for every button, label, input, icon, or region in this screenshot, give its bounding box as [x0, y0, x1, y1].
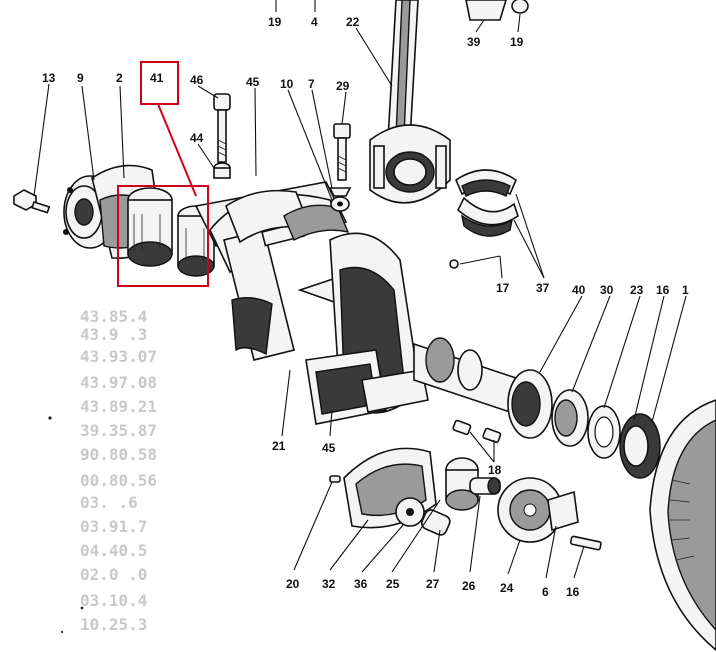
callout-4: 4 [311, 15, 318, 29]
callout-19-top: 19 [268, 15, 282, 29]
bleed-row: 04.40.5 [80, 541, 147, 560]
bleed-row: 10.25.3 [80, 615, 147, 634]
part-gear-40 [507, 369, 553, 439]
part-clip-19 [511, 0, 529, 14]
callout-29: 29 [336, 79, 350, 93]
callout-2: 2 [116, 71, 123, 85]
bleed-row: 39.35.87 [80, 421, 157, 440]
callout-6: 6 [542, 585, 549, 599]
callout-41: 41 [150, 71, 164, 85]
part-bolt-29 [333, 123, 351, 181]
part-bearing-shells-37 [455, 169, 519, 237]
bleed-row: 90.80.58 [80, 445, 157, 464]
highlight-callout-box [140, 61, 179, 105]
callout-labels: 13 9 2 41 46 44 45 10 7 29 19 4 22 39 19… [42, 15, 689, 599]
leader-lines [33, 0, 687, 579]
part-gear-24 [497, 477, 563, 543]
callout-19-right: 19 [510, 35, 524, 49]
callout-45-bottom: 45 [322, 441, 336, 455]
bleed-row: 00.80.56 [80, 471, 157, 490]
callout-36: 36 [354, 577, 368, 591]
part-flywheel-1 [649, 399, 716, 652]
callout-13: 13 [42, 71, 56, 85]
callout-26: 26 [462, 579, 476, 593]
bleed-through-text: 43.85.4 43.9 .3 43.93.07 43.97.08 43.89.… [80, 307, 157, 634]
part-ring-23 [587, 405, 621, 459]
callout-45-top: 45 [246, 75, 260, 89]
callout-10: 10 [280, 77, 294, 91]
bleed-row: 43.93.07 [80, 347, 157, 366]
part-shaft-gear-25 [445, 457, 479, 511]
bleed-row: 02.0 .0 [80, 565, 147, 584]
callout-46: 46 [190, 73, 204, 87]
part-keys-18 [452, 419, 502, 444]
part-plate-6 [547, 490, 579, 532]
callout-17: 17 [496, 281, 510, 295]
callout-44: 44 [190, 131, 204, 145]
bleed-row: 43.97.08 [80, 373, 157, 392]
callout-32: 32 [322, 577, 336, 591]
callout-22: 22 [346, 15, 360, 29]
callout-21: 21 [272, 439, 286, 453]
part-washer-10 [330, 196, 350, 212]
part-connecting-rod-22 [369, 0, 451, 204]
callout-1: 1 [682, 283, 689, 297]
highlight-connector [157, 103, 197, 197]
callout-37: 37 [536, 281, 550, 295]
callout-16-bottom: 16 [566, 585, 580, 599]
callout-30: 30 [600, 283, 614, 297]
part-screw-20 [329, 475, 341, 483]
callout-40: 40 [572, 283, 586, 297]
part-pin-39 [465, 0, 507, 21]
callout-23: 23 [630, 283, 644, 297]
part-pin-17 [449, 259, 459, 269]
callout-20: 20 [286, 577, 300, 591]
highlight-annotation [117, 61, 209, 287]
part-gear-30 [551, 389, 589, 447]
part-nut-44 [213, 162, 231, 179]
part-bolt-13 [13, 189, 51, 214]
callout-7: 7 [308, 77, 315, 91]
callout-25: 25 [386, 577, 400, 591]
bleed-row: 43.89.21 [80, 397, 157, 416]
part-washer-7 [328, 187, 352, 197]
part-stud-46 [213, 93, 231, 163]
callout-9: 9 [77, 71, 84, 85]
bleed-row: 03.91.7 [80, 517, 147, 536]
bleed-row: 43.9 .3 [80, 325, 147, 344]
part-drive-shaft-26 [469, 477, 501, 495]
callout-24: 24 [500, 581, 514, 595]
bleed-row: 43.85.4 [80, 307, 147, 326]
paper-specks [48, 416, 84, 634]
bleed-row: 03.10.4 [80, 591, 147, 610]
bleed-row: 03. .6 [80, 493, 138, 512]
part-bearing-shells-41 [127, 187, 215, 277]
part-bolt-16 [569, 535, 602, 551]
part-gear-36 [395, 497, 425, 527]
part-bearing-16 [619, 413, 661, 479]
part-cap-45 [225, 189, 350, 244]
highlight-part-box [117, 185, 209, 287]
callout-18: 18 [488, 463, 502, 477]
callout-27: 27 [426, 577, 440, 591]
callout-39: 39 [467, 35, 481, 49]
callout-16-right: 16 [656, 283, 670, 297]
